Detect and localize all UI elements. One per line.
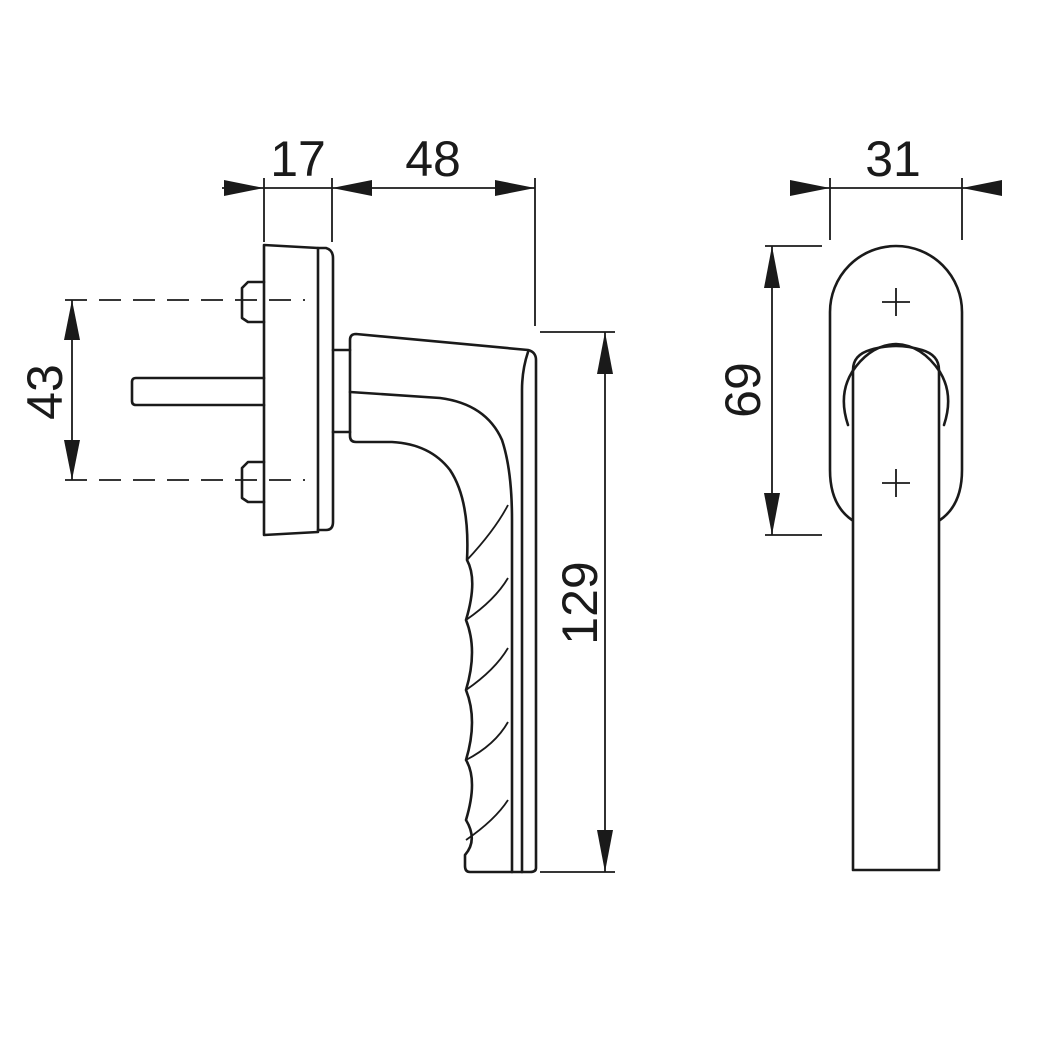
handle-neck: [331, 348, 352, 434]
dimension-17-48: 17 48: [222, 131, 536, 326]
dimension-label-129: 129: [552, 561, 608, 644]
dimension-43: 43: [17, 300, 80, 480]
handle-lever: [348, 332, 538, 874]
grip-ridge-2: [465, 577, 509, 621]
rosette-cap: [316, 246, 335, 532]
rosette-body: [262, 243, 320, 537]
dimension-31: 31: [790, 131, 1002, 240]
handle-top-edge: [348, 390, 514, 874]
dimension-label-31: 31: [865, 131, 921, 187]
screw-boss-top: [240, 280, 266, 324]
dimension-label-48: 48: [405, 131, 461, 187]
dimension-label-17: 17: [270, 131, 326, 187]
grip-ridge-5: [465, 799, 509, 841]
dimension-label-69: 69: [715, 362, 771, 418]
screw-boss-bottom: [240, 460, 266, 504]
grip-ridge-4: [465, 721, 509, 761]
handle-back-edge: [520, 350, 530, 874]
handle-front: [851, 344, 941, 872]
grip-ridge-1: [466, 504, 509, 561]
side-view: [65, 243, 538, 874]
dimension-129: 129: [540, 331, 615, 873]
dimension-label-43: 43: [17, 364, 73, 420]
grip-ridge-3: [465, 647, 509, 691]
front-view: [828, 244, 964, 872]
rosette-front: [828, 244, 964, 522]
square-spindle: [130, 376, 266, 407]
dimension-69: 69: [715, 245, 822, 536]
handle-collar: [842, 342, 950, 427]
